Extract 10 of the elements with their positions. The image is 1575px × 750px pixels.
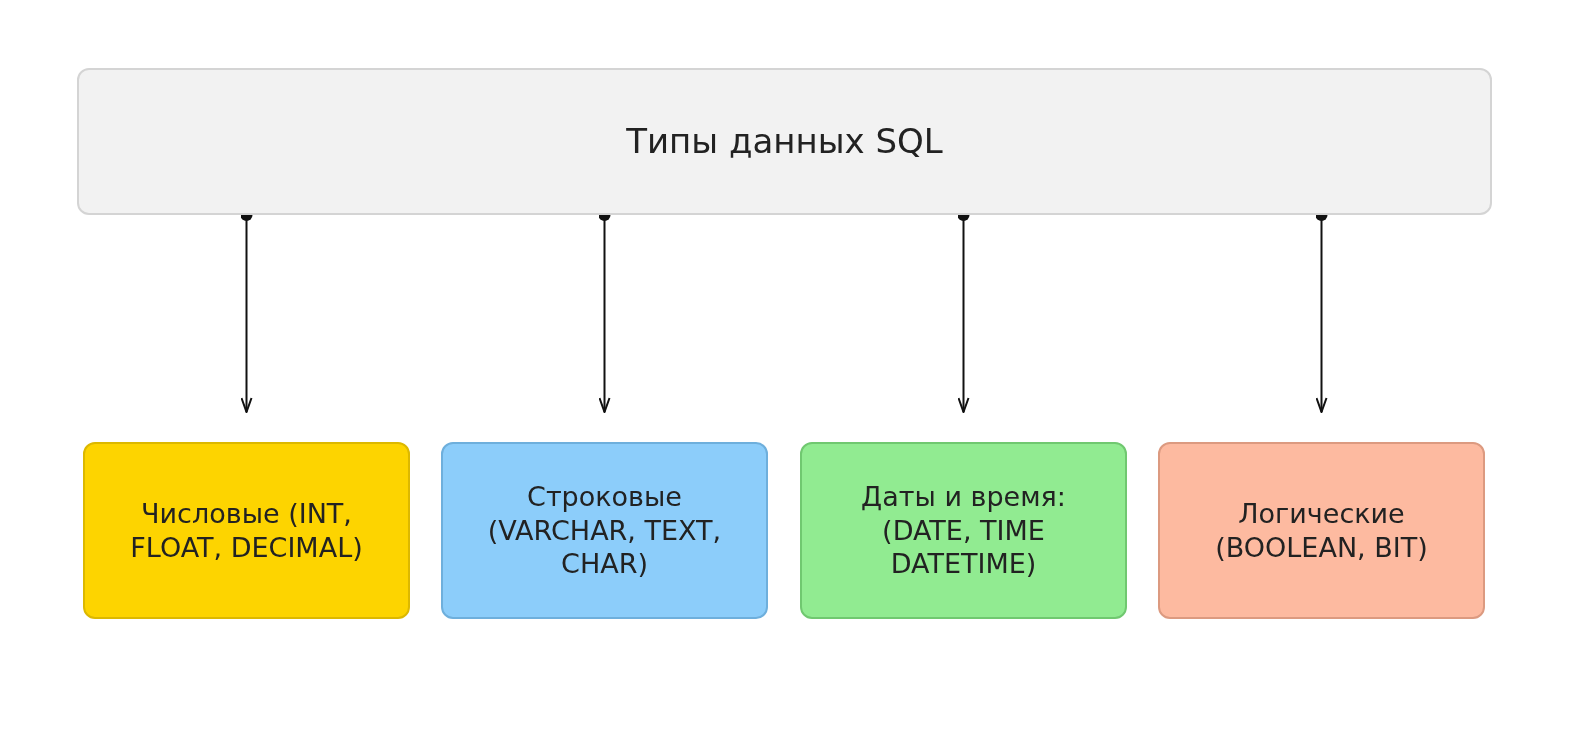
category-label: Логические (BOOLEAN, BIT) [1214, 496, 1429, 565]
category-box [1158, 442, 1485, 619]
title-text: Типы данных SQL [626, 120, 943, 163]
header-box [77, 68, 1492, 215]
category-box [800, 442, 1127, 619]
category-label: Даты и время: (DATE, TIME DATETIME) [860, 479, 1067, 582]
category-label: Строковые (VARCHAR, TEXT, CHAR) [486, 479, 723, 582]
category-box [441, 442, 768, 619]
category-box [83, 442, 410, 619]
category-label: Числовые (INT, FLOAT, DECIMAL) [129, 496, 364, 565]
